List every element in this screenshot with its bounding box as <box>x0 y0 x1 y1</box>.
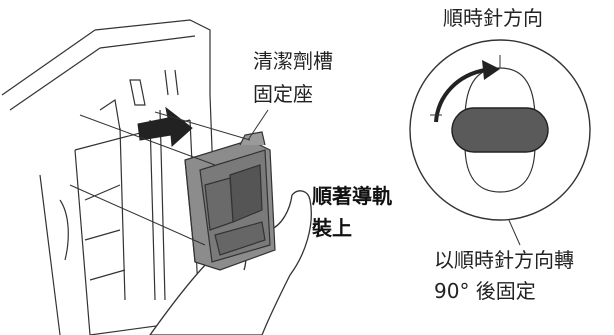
holder-label-line1: 清潔劑槽 <box>253 49 333 73</box>
direction-label: 順時針方向 <box>443 6 543 30</box>
holder-label-line2: 固定座 <box>253 82 313 106</box>
rotate-label-line2: 90° 後固定 <box>434 279 536 303</box>
appliance-body <box>1 19 216 335</box>
zoom-detail <box>409 39 591 221</box>
clockwise-arrow-icon <box>434 68 486 123</box>
instruction-label-line1: 順著導軌 <box>312 184 392 208</box>
detergent-holder <box>184 131 276 271</box>
rotate-label-line1: 以順時針方向轉 <box>434 248 574 272</box>
rotary-knob-icon <box>451 107 549 153</box>
instruction-label-line2: 裝上 <box>312 216 352 240</box>
arrow-right-icon <box>137 106 193 148</box>
